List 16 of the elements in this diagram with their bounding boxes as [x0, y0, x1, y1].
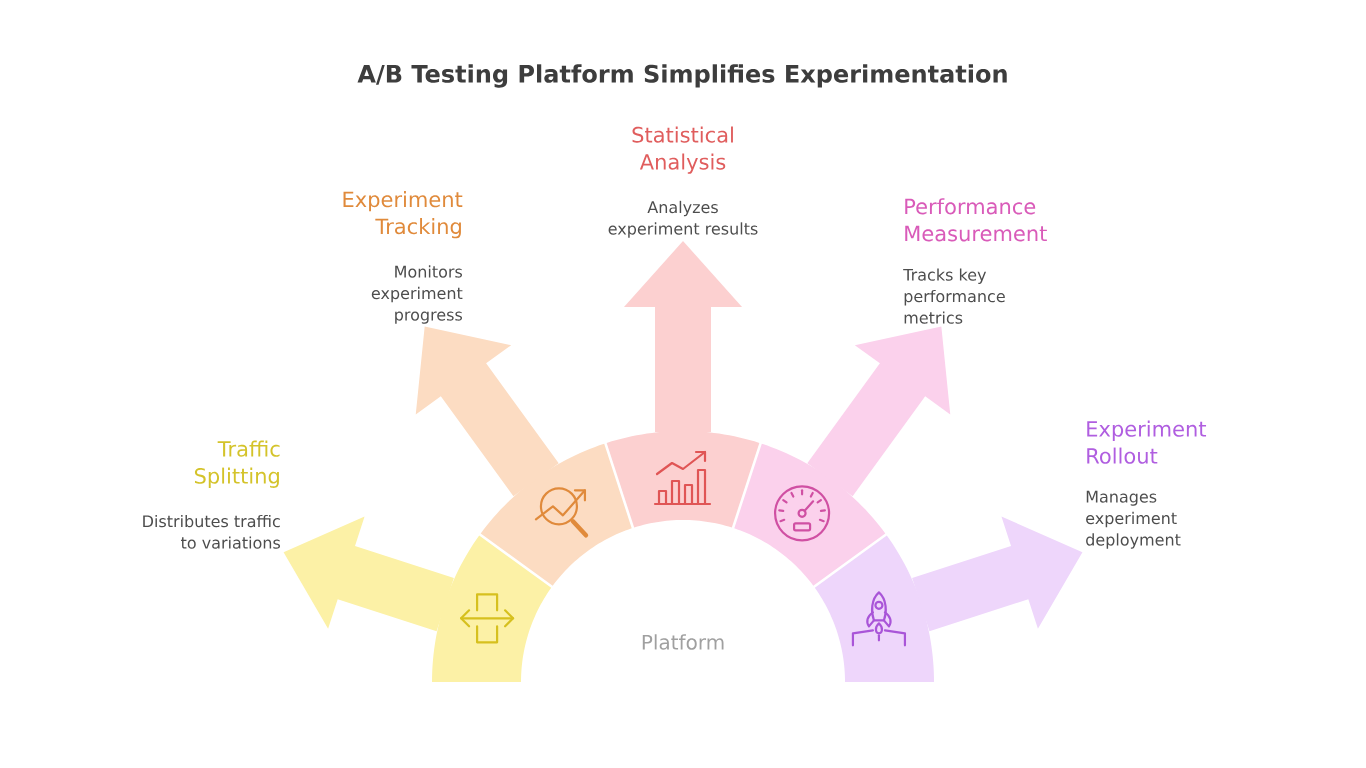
- arrow: [807, 326, 951, 497]
- description: Distributes traffic to variations: [143, 514, 281, 549]
- heading: Experiment Rollout: [1087, 420, 1207, 464]
- heading: Statistical Analysis: [632, 126, 733, 174]
- description: Analyzes experiment results: [608, 200, 758, 238]
- arrow: [912, 516, 1083, 632]
- heading: Experiment Tracking: [343, 191, 463, 239]
- arrow: [624, 241, 742, 432]
- arrow: [415, 326, 559, 497]
- title: A/B Testing Platform Simplifies Experimentation: [357, 64, 1007, 88]
- description: Manages experiment deployment: [1086, 490, 1181, 549]
- description: Tracks key performance metrics: [903, 268, 1005, 324]
- heading: Performance Measurement: [905, 198, 1047, 242]
- heading: Traffic Splitting: [194, 440, 280, 488]
- description: Monitors experiment progress: [371, 265, 463, 324]
- center-label: Platform: [642, 634, 724, 650]
